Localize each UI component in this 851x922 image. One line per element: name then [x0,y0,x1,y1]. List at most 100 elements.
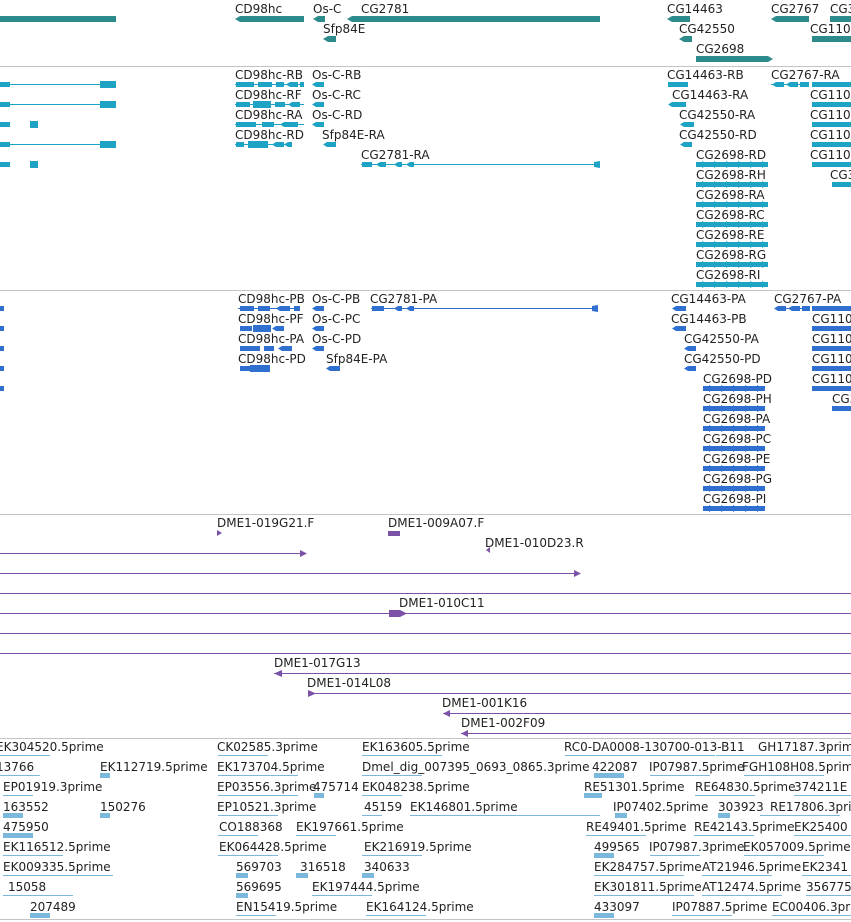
cds-feature[interactable] [788,306,800,311]
transcript-feature[interactable] [323,142,336,147]
transcript-feature[interactable] [594,161,600,168]
gene-feature[interactable] [667,16,690,22]
transcript-feature[interactable] [750,281,756,288]
est-feature[interactable] [100,773,110,778]
transcript-feature[interactable] [762,261,768,268]
transcript-feature[interactable] [738,201,744,208]
cds-feature[interactable] [802,306,810,311]
est-feature[interactable] [362,815,382,816]
est-feature[interactable] [794,835,851,836]
transcript-feature[interactable] [714,221,720,228]
transcript-feature[interactable] [726,161,732,168]
cds-feature[interactable] [592,305,598,312]
transcript-feature[interactable] [702,221,708,228]
transcript-feature[interactable] [30,121,38,128]
transcript-feature[interactable] [236,142,244,147]
gene-feature[interactable] [812,36,851,42]
transcript-feature[interactable] [762,201,768,208]
est-feature[interactable] [650,855,700,856]
cds-feature[interactable] [326,366,340,371]
cds-feature[interactable] [240,366,250,371]
transcript-feature[interactable] [812,122,851,127]
est-feature[interactable] [296,835,336,836]
transcript-feature[interactable] [236,122,256,127]
cds-feature[interactable] [812,306,851,311]
cds-feature[interactable] [733,465,739,472]
transcript-feature[interactable] [30,161,38,168]
cds-feature[interactable] [721,485,727,492]
transcript-feature[interactable] [750,261,756,268]
cds-feature[interactable] [733,405,739,412]
transcript-feature[interactable] [312,122,324,127]
cds-feature[interactable] [757,445,763,452]
cds-feature[interactable] [0,326,4,331]
est-feature[interactable] [694,835,754,836]
transcript-feature[interactable] [284,142,292,147]
est-feature[interactable] [594,875,684,876]
est-feature[interactable] [218,815,278,816]
cds-feature[interactable] [672,326,686,331]
est-feature[interactable] [584,793,602,798]
transcript-feature[interactable] [668,102,686,107]
transcript-feature[interactable] [714,261,720,268]
cds-feature[interactable] [733,485,739,492]
gene-feature[interactable] [235,16,304,22]
est-feature[interactable] [362,795,402,796]
transcript-feature[interactable] [236,82,254,87]
cds-feature[interactable] [264,346,274,351]
transcript-feature[interactable] [702,261,708,268]
transcript-feature[interactable] [738,161,744,168]
clone-feature[interactable] [486,547,490,553]
cds-feature[interactable] [240,346,260,351]
transcript-feature[interactable] [750,201,756,208]
transcript-feature[interactable] [702,181,708,188]
est-feature[interactable] [702,895,782,896]
cds-feature[interactable] [757,405,763,412]
cds-feature[interactable] [812,346,851,351]
est-feature[interactable] [3,833,33,838]
cds-feature[interactable] [745,425,751,432]
transcript-feature[interactable] [812,102,851,107]
cds-feature[interactable] [0,386,4,391]
cds-feature[interactable] [774,306,786,311]
transcript-feature[interactable] [786,82,798,87]
est-feature[interactable] [3,875,113,876]
transcript-feature[interactable] [714,201,720,208]
transcript-feature[interactable] [738,261,744,268]
est-feature[interactable] [794,795,851,796]
est-feature[interactable] [366,915,426,916]
cds-feature[interactable] [406,306,414,311]
transcript-feature[interactable] [726,281,732,288]
transcript-feature[interactable] [0,142,10,147]
est-feature[interactable] [772,915,851,916]
transcript-feature[interactable] [362,162,372,167]
cds-feature[interactable] [812,386,851,391]
est-feature[interactable] [218,835,258,836]
cds-feature[interactable] [709,505,715,512]
est-feature[interactable] [594,913,614,918]
cds-feature[interactable] [721,405,727,412]
cds-feature[interactable] [733,425,739,432]
clone-feature[interactable] [300,550,307,557]
transcript-feature[interactable] [750,221,756,228]
cds-feature[interactable] [312,326,324,331]
cds-feature[interactable] [745,385,751,392]
cds-feature[interactable] [240,306,254,311]
est-feature[interactable] [30,913,50,918]
transcript-feature[interactable] [236,102,250,107]
est-feature[interactable] [0,755,50,756]
transcript-feature[interactable] [762,281,768,288]
transcript-feature[interactable] [762,161,768,168]
est-feature[interactable] [760,815,840,816]
transcript-feature[interactable] [258,82,272,87]
transcript-feature[interactable] [750,181,756,188]
transcript-feature[interactable] [280,122,298,127]
gene-feature[interactable] [323,36,336,42]
est-feature[interactable] [296,873,308,878]
est-feature[interactable] [3,813,23,818]
est-feature[interactable] [362,855,422,856]
cds-feature[interactable] [721,465,727,472]
transcript-feature[interactable] [726,181,732,188]
transcript-feature[interactable] [253,101,271,108]
cds-feature[interactable] [709,465,715,472]
